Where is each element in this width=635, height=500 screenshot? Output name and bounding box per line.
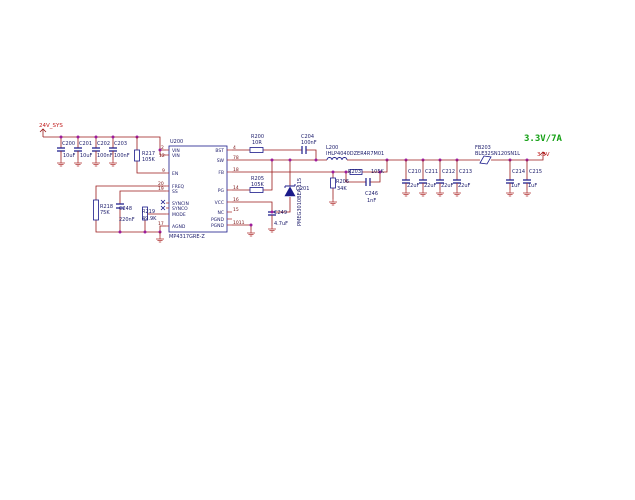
c200-value: 10uF xyxy=(63,153,76,159)
c202-value: 100nF xyxy=(97,153,113,159)
pin-num-18: 18 xyxy=(233,167,239,173)
pin-bst: BST xyxy=(215,148,224,154)
input-capacitor-bank: C200 10uF C201 10uF C202 100nF C203 100n… xyxy=(56,135,162,167)
pin-num-2: 2 xyxy=(161,145,164,151)
r218-value: 75K xyxy=(100,210,110,216)
c213-value: 22uF xyxy=(458,183,471,189)
pin-num-9: 9 xyxy=(162,168,165,174)
d201-part: PMEG3010BEA,115 xyxy=(297,178,303,226)
c211-ref: C211 xyxy=(425,169,438,175)
r217-ref: R217 xyxy=(142,151,155,157)
r219-ref: R219 xyxy=(142,209,155,215)
pin-num-15: 15 xyxy=(233,207,239,213)
c248-value: 220nF xyxy=(119,217,135,223)
pin-nc: NC xyxy=(217,210,224,216)
pin-num-19: 19 xyxy=(158,186,164,192)
c248-ref: C248 xyxy=(119,206,132,212)
switch-node: D201 PMEG3010BEA,115 L200 IHLP4040DZER4R… xyxy=(232,145,384,226)
c203-value: 100nF xyxy=(114,153,130,159)
c246-value: 1nF xyxy=(367,198,376,204)
pin-freq: FREQ xyxy=(172,184,185,190)
c214-value: 1uF xyxy=(511,183,520,189)
r203-ref: R203 xyxy=(348,169,361,175)
l200-part: IHLP4040DZER4R7M01 xyxy=(326,151,384,157)
c249-ref: C249 xyxy=(274,210,287,216)
pin-ss: SS xyxy=(172,189,178,195)
pin-num-17: 17 xyxy=(158,221,164,227)
pin-pgnd-1: PGND xyxy=(211,217,225,223)
r205-ref: R205 xyxy=(251,176,264,182)
pg-vcc-network: R205 105K C249 4.7uF xyxy=(232,158,288,237)
pin-vin-1: VIN xyxy=(172,148,180,154)
output-rating-banner: 3.3V/7A xyxy=(524,134,563,144)
ic-ref: U200 xyxy=(170,139,183,145)
c214-ref: C214 xyxy=(512,169,525,175)
pin-vcc: VCC xyxy=(215,200,224,206)
c201-value: 10uF xyxy=(80,153,93,159)
r206-value: 34K xyxy=(337,186,347,192)
pin-num-14: 14 xyxy=(233,185,239,191)
pin-num-1011: 1011 xyxy=(233,220,245,226)
c213-ref: C213 xyxy=(459,169,472,175)
pin-num-16: 16 xyxy=(233,197,239,203)
r219-value: 49.9K xyxy=(142,216,157,222)
r218-ref: R218 xyxy=(100,204,113,210)
pin-num-12: 12 xyxy=(159,153,165,159)
pin-sw: SW xyxy=(217,158,225,164)
c203-ref: C203 xyxy=(114,141,127,147)
c215-ref: C215 xyxy=(529,169,542,175)
d201-ref: D201 xyxy=(296,186,309,192)
output-capacitor-bank: C210 22uF C211 22uF C212 22uF C213 22uF xyxy=(401,160,472,197)
c249-value: 4.7uF xyxy=(274,221,288,227)
pin-num-20: 20 xyxy=(158,181,164,187)
r203-value: 105K xyxy=(371,169,385,175)
ic-part: MP4317GRE-Z xyxy=(169,234,205,240)
fb203-part: BLE32SN120SN1L xyxy=(475,151,520,157)
c212-ref: C212 xyxy=(442,169,455,175)
r206-ref: R206 xyxy=(336,179,349,185)
c201-ref: C201 xyxy=(79,141,92,147)
r200-ref: R200 xyxy=(251,134,264,140)
l200-ref: L200 xyxy=(326,145,338,151)
pin-en: EN xyxy=(172,171,178,177)
ic-u200: U200 MP4317GRE-Z VIN VIN EN FREQ SS SYNC… xyxy=(158,139,245,240)
pin-pgnd-2: PGND xyxy=(211,223,225,229)
freq-ss-network: R218 75K C248 220nF R219 49.9K xyxy=(93,185,166,243)
c204-ref: C204 xyxy=(301,134,314,140)
pin-num-4: 4 xyxy=(233,145,236,151)
pin-syncin: SYNCIN xyxy=(172,201,189,207)
pin-agnd: AGND xyxy=(172,224,186,230)
pin-num-78: 78 xyxy=(233,155,239,161)
c246-ref: C246 xyxy=(365,191,378,197)
r205-value: 105K xyxy=(251,182,265,188)
pin-fb: FB xyxy=(218,170,224,176)
c210-value: 22uF xyxy=(407,183,420,189)
c210-ref: C210 xyxy=(408,169,421,175)
r217-resistor: R217 105K xyxy=(134,137,166,174)
fb203-ref: FB203 xyxy=(475,145,491,151)
c204-value: 100nF xyxy=(301,140,317,146)
feedback-divider: R206 34K R203 105K C246 1nF xyxy=(232,160,388,206)
r217-value: 105K xyxy=(142,157,156,163)
output-net-label: 3.3V xyxy=(537,152,550,158)
pin-synco: SYNCO xyxy=(172,206,188,212)
c215-value: 1uF xyxy=(528,183,537,189)
r200-value: 10R xyxy=(252,140,262,146)
c200-ref: C200 xyxy=(62,141,75,147)
c211-value: 22uF xyxy=(424,183,437,189)
post-filter-capacitors: C214 1uF C215 1uF xyxy=(505,160,542,197)
output-rail: FB203 BLE32SN120SN1L 3.3V 3.3V/7A xyxy=(347,134,563,165)
pin-mode: MODE xyxy=(172,212,186,218)
pin-vin-2: VIN xyxy=(172,153,180,159)
bootstrap-network: R200 10R C204 100nF xyxy=(232,134,317,160)
input-net-label: 24V_SYS xyxy=(39,123,63,129)
pin-pg: PG xyxy=(218,188,225,194)
c202-ref: C202 xyxy=(97,141,110,147)
c212-value: 22uF xyxy=(441,183,454,189)
